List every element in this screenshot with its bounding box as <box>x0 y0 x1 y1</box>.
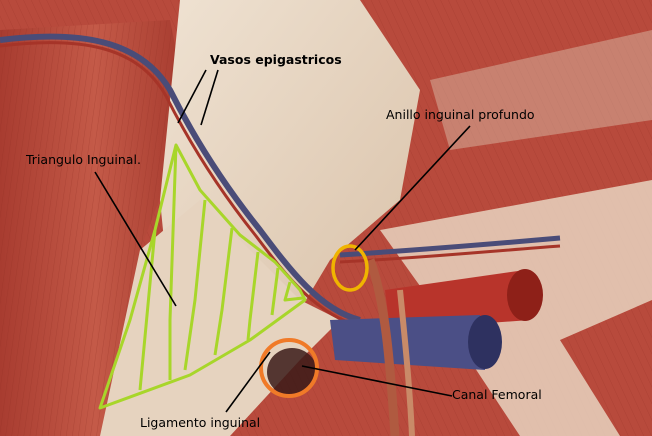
label-ligamento-inguinal: Ligamento inguinal <box>140 415 261 430</box>
label-anillo-inguinal-profundo: Anillo inguinal profundo <box>386 107 535 122</box>
inguinal-triangle-outline <box>98 143 307 410</box>
femoral-canal-marker <box>259 338 319 398</box>
label-vasos-epigastricos: Vasos epigastricos <box>210 52 342 67</box>
external-iliac-artery <box>385 270 530 330</box>
leader-lines <box>94 69 471 413</box>
label-canal-femoral: Canal Femoral <box>452 387 542 402</box>
label-triangulo-inguinal: Triangulo Inguinal. <box>26 152 141 167</box>
epigastric-vein <box>0 33 361 323</box>
deep-inguinal-ring-marker <box>331 244 369 292</box>
